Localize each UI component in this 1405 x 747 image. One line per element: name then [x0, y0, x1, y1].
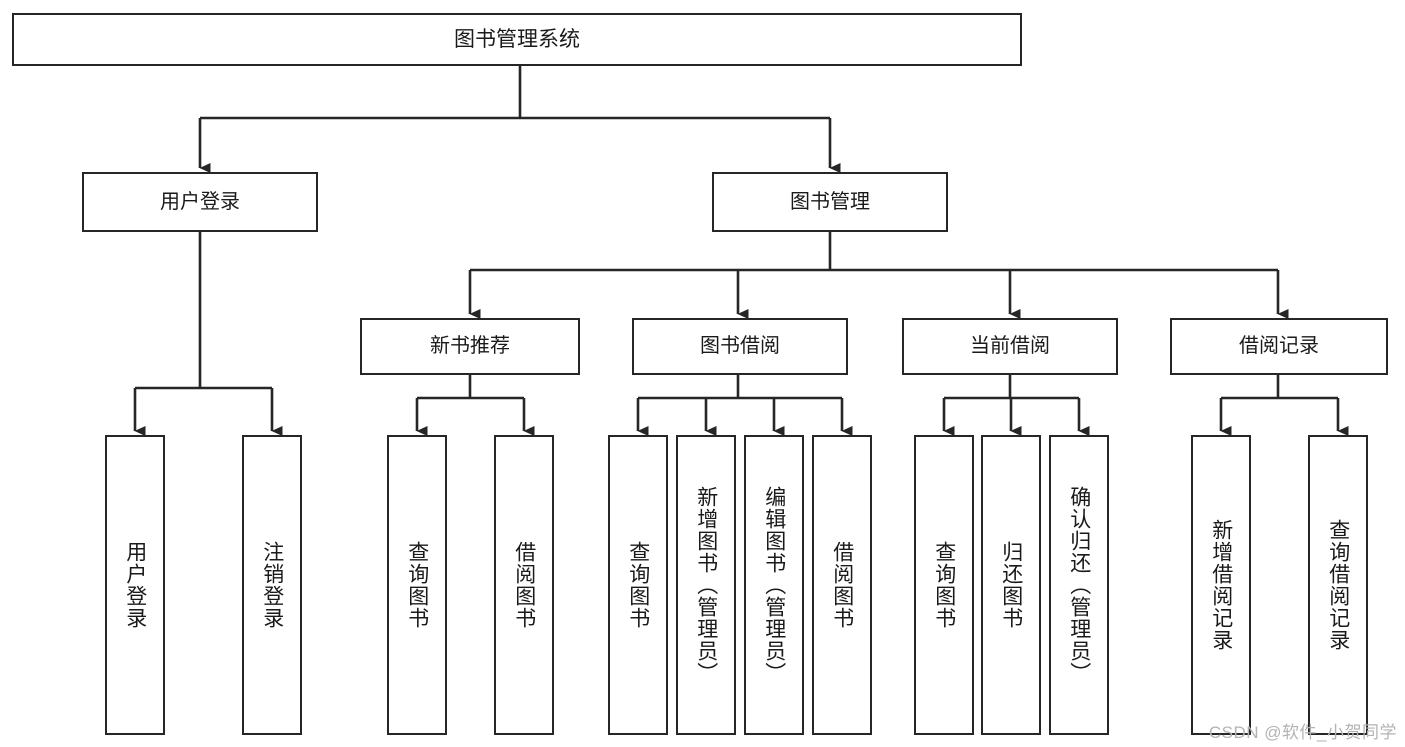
- node-label: 图书管理系统: [454, 27, 580, 51]
- node-current-borrow[interactable]: 当前借阅: [902, 318, 1118, 375]
- node-book-management[interactable]: 图书管理: [712, 172, 948, 232]
- leaf-borrow-record-add[interactable]: 新增借阅记录: [1191, 435, 1251, 735]
- leaf-user-login-login[interactable]: 用户登录: [105, 435, 165, 735]
- node-label: 归还图书: [999, 541, 1023, 629]
- node-label: 借阅图书: [512, 541, 536, 629]
- leaf-new-book-borrow[interactable]: 借阅图书: [494, 435, 554, 735]
- node-label: 编辑图书（管理员）: [762, 486, 786, 684]
- node-root-system[interactable]: 图书管理系统: [12, 13, 1022, 66]
- node-label: 新增借阅记录: [1209, 519, 1233, 651]
- node-label: 查询图书: [932, 541, 956, 629]
- leaf-book-borrow-edit[interactable]: 编辑图书（管理员）: [744, 435, 804, 735]
- node-label: 确认归还（管理员）: [1067, 486, 1091, 684]
- node-borrow-record[interactable]: 借阅记录: [1170, 318, 1388, 375]
- leaf-book-borrow-add[interactable]: 新增图书（管理员）: [676, 435, 736, 735]
- node-user-login[interactable]: 用户登录: [82, 172, 318, 232]
- node-label: 新增图书（管理员）: [694, 486, 718, 684]
- node-label: 用户登录: [123, 541, 147, 629]
- leaf-book-borrow-borrow[interactable]: 借阅图书: [812, 435, 872, 735]
- leaf-current-borrow-return[interactable]: 归还图书: [981, 435, 1041, 735]
- leaf-new-book-query[interactable]: 查询图书: [387, 435, 447, 735]
- node-new-book-recommend[interactable]: 新书推荐: [360, 318, 580, 375]
- leaf-book-borrow-query[interactable]: 查询图书: [608, 435, 668, 735]
- node-label: 注销登录: [260, 541, 284, 629]
- leaf-current-borrow-query[interactable]: 查询图书: [914, 435, 974, 735]
- node-label: 查询借阅记录: [1326, 519, 1350, 651]
- node-label: 用户登录: [160, 190, 240, 213]
- node-label: 图书管理: [790, 190, 870, 213]
- node-label: 新书推荐: [430, 335, 510, 358]
- leaf-borrow-record-query[interactable]: 查询借阅记录: [1308, 435, 1368, 735]
- node-book-borrow[interactable]: 图书借阅: [632, 318, 848, 375]
- node-label: 借阅记录: [1239, 335, 1319, 358]
- node-label: 当前借阅: [970, 335, 1050, 358]
- leaf-current-borrow-confirm-return[interactable]: 确认归还（管理员）: [1049, 435, 1109, 735]
- leaf-user-login-logout[interactable]: 注销登录: [242, 435, 302, 735]
- node-label: 图书借阅: [700, 335, 780, 358]
- node-label: 查询图书: [405, 541, 429, 629]
- node-label: 借阅图书: [830, 541, 854, 629]
- node-label: 查询图书: [626, 541, 650, 629]
- csdn-watermark: CSDN @软件_小贺同学: [1208, 723, 1397, 742]
